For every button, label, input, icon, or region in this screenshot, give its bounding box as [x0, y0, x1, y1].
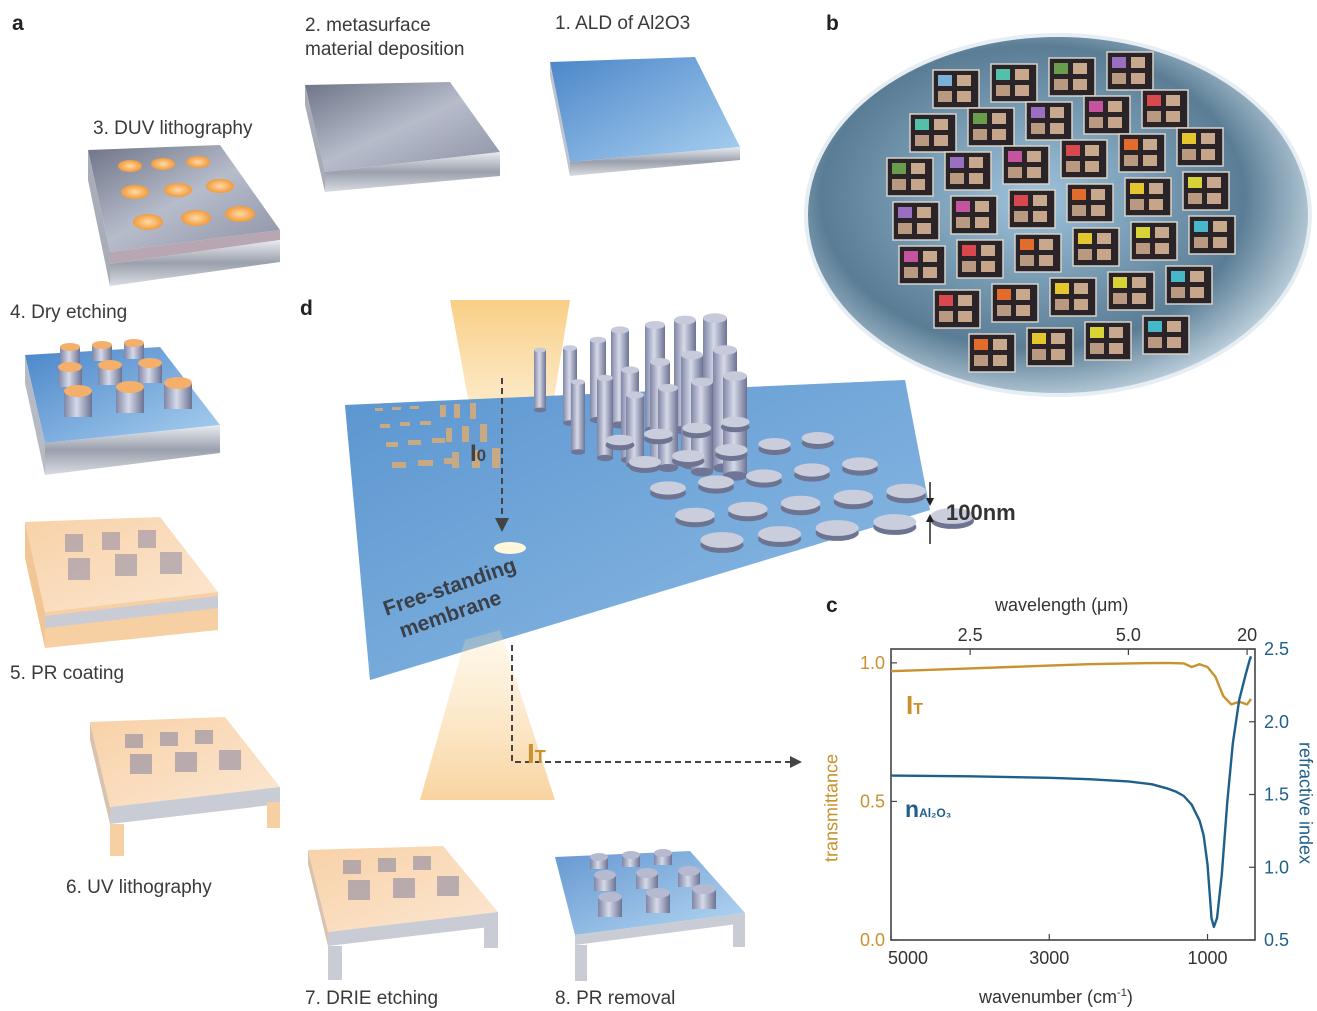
- y-tick-label-right: 2.5: [1264, 639, 1289, 659]
- x-tick-label-bottom: 1000: [1187, 948, 1227, 968]
- pillar: [534, 350, 546, 410]
- plot-frame: [890, 648, 1256, 941]
- series-label-transmittance: IT: [906, 690, 924, 720]
- top-axis-title: wavelength (μm): [995, 595, 1129, 615]
- beam-spot: [494, 542, 526, 554]
- step-7-label: 7. DRIE etching: [305, 988, 439, 1009]
- transmitted-intensity-label: IT: [527, 738, 546, 769]
- step-4-label: 4. Dry etching: [10, 302, 128, 323]
- y-tick-label-left: 1.0: [860, 653, 885, 673]
- x-tick-label-top: 20: [1237, 625, 1257, 645]
- panel-d-label: d: [300, 297, 313, 320]
- x-tick-label-bottom: 3000: [1029, 948, 1069, 968]
- step-6-illustration: [90, 717, 280, 856]
- disk-array: [605, 416, 975, 553]
- step-2-label-line2: material deposition: [305, 39, 465, 60]
- step-5-illustration: [25, 517, 218, 648]
- transmitted-beam: [420, 630, 555, 800]
- y-tick-label-right: 1.0: [1264, 857, 1289, 877]
- step-4-illustration: [25, 339, 220, 475]
- x-tick-label-top: 5.0: [1116, 625, 1141, 645]
- pillar: [571, 382, 585, 452]
- step-8-pillars: [590, 849, 716, 917]
- panel-c-label: c: [826, 594, 838, 617]
- bottom-axis-title: wavenumber (cm-1): [979, 987, 1133, 1007]
- y-tick-label-right: 0.5: [1264, 930, 1289, 950]
- y-tick-label-right: 1.5: [1264, 785, 1289, 805]
- panel-b-label: b: [826, 12, 839, 35]
- x-tick-label-top: 2.5: [958, 625, 983, 645]
- step-8-label: 8. PR removal: [555, 988, 676, 1009]
- step-1-label: 1. ALD of Al2O3: [555, 13, 691, 34]
- step-1-illustration: [550, 57, 740, 176]
- step-4-pillars: [58, 339, 192, 417]
- transmitted-arrow: [511, 645, 792, 763]
- x-tick-label-bottom: 5000: [888, 948, 928, 968]
- right-axis-title: refractive index: [1295, 741, 1316, 865]
- step-2-illustration: [305, 82, 500, 192]
- wafer-photo: [804, 33, 1312, 397]
- chart-panel-c: 5000 3000 1000 2.5 5.0 20 0.0 0.5 1.0 0.5 1.0 1.5 2.…: [860, 625, 1289, 968]
- panel-a-label: a: [12, 12, 24, 35]
- step-3-illustration: [88, 145, 280, 286]
- series-line-refractive-index: [890, 655, 1253, 929]
- y-tick-label-left: 0.5: [860, 791, 885, 811]
- thickness-label: 100nm: [946, 500, 1016, 525]
- nanofin-array: [375, 403, 500, 468]
- series-label-refractive-index: nAl₂O₃: [905, 796, 952, 822]
- y-tick-label-left: 0.0: [860, 930, 885, 950]
- pillar: [658, 388, 678, 468]
- step-7-illustration: [308, 846, 498, 980]
- step-3-label: 3. DUV lithography: [93, 118, 253, 139]
- pillar: [626, 395, 644, 465]
- membrane-diagram: [345, 300, 975, 800]
- step-2-label-line1: 2. metasurface: [305, 15, 431, 36]
- step-6-label: 6. UV lithography: [66, 877, 212, 898]
- step-8-illustration: [555, 849, 745, 981]
- y-tick-label-right: 2.0: [1264, 712, 1289, 732]
- incident-intensity-label: I0: [470, 440, 487, 467]
- wafer-chips: [886, 51, 1236, 373]
- left-axis-title: transmittance: [821, 753, 842, 863]
- step-5-label: 5. PR coating: [10, 663, 125, 684]
- series-line-transmittance: [890, 661, 1252, 706]
